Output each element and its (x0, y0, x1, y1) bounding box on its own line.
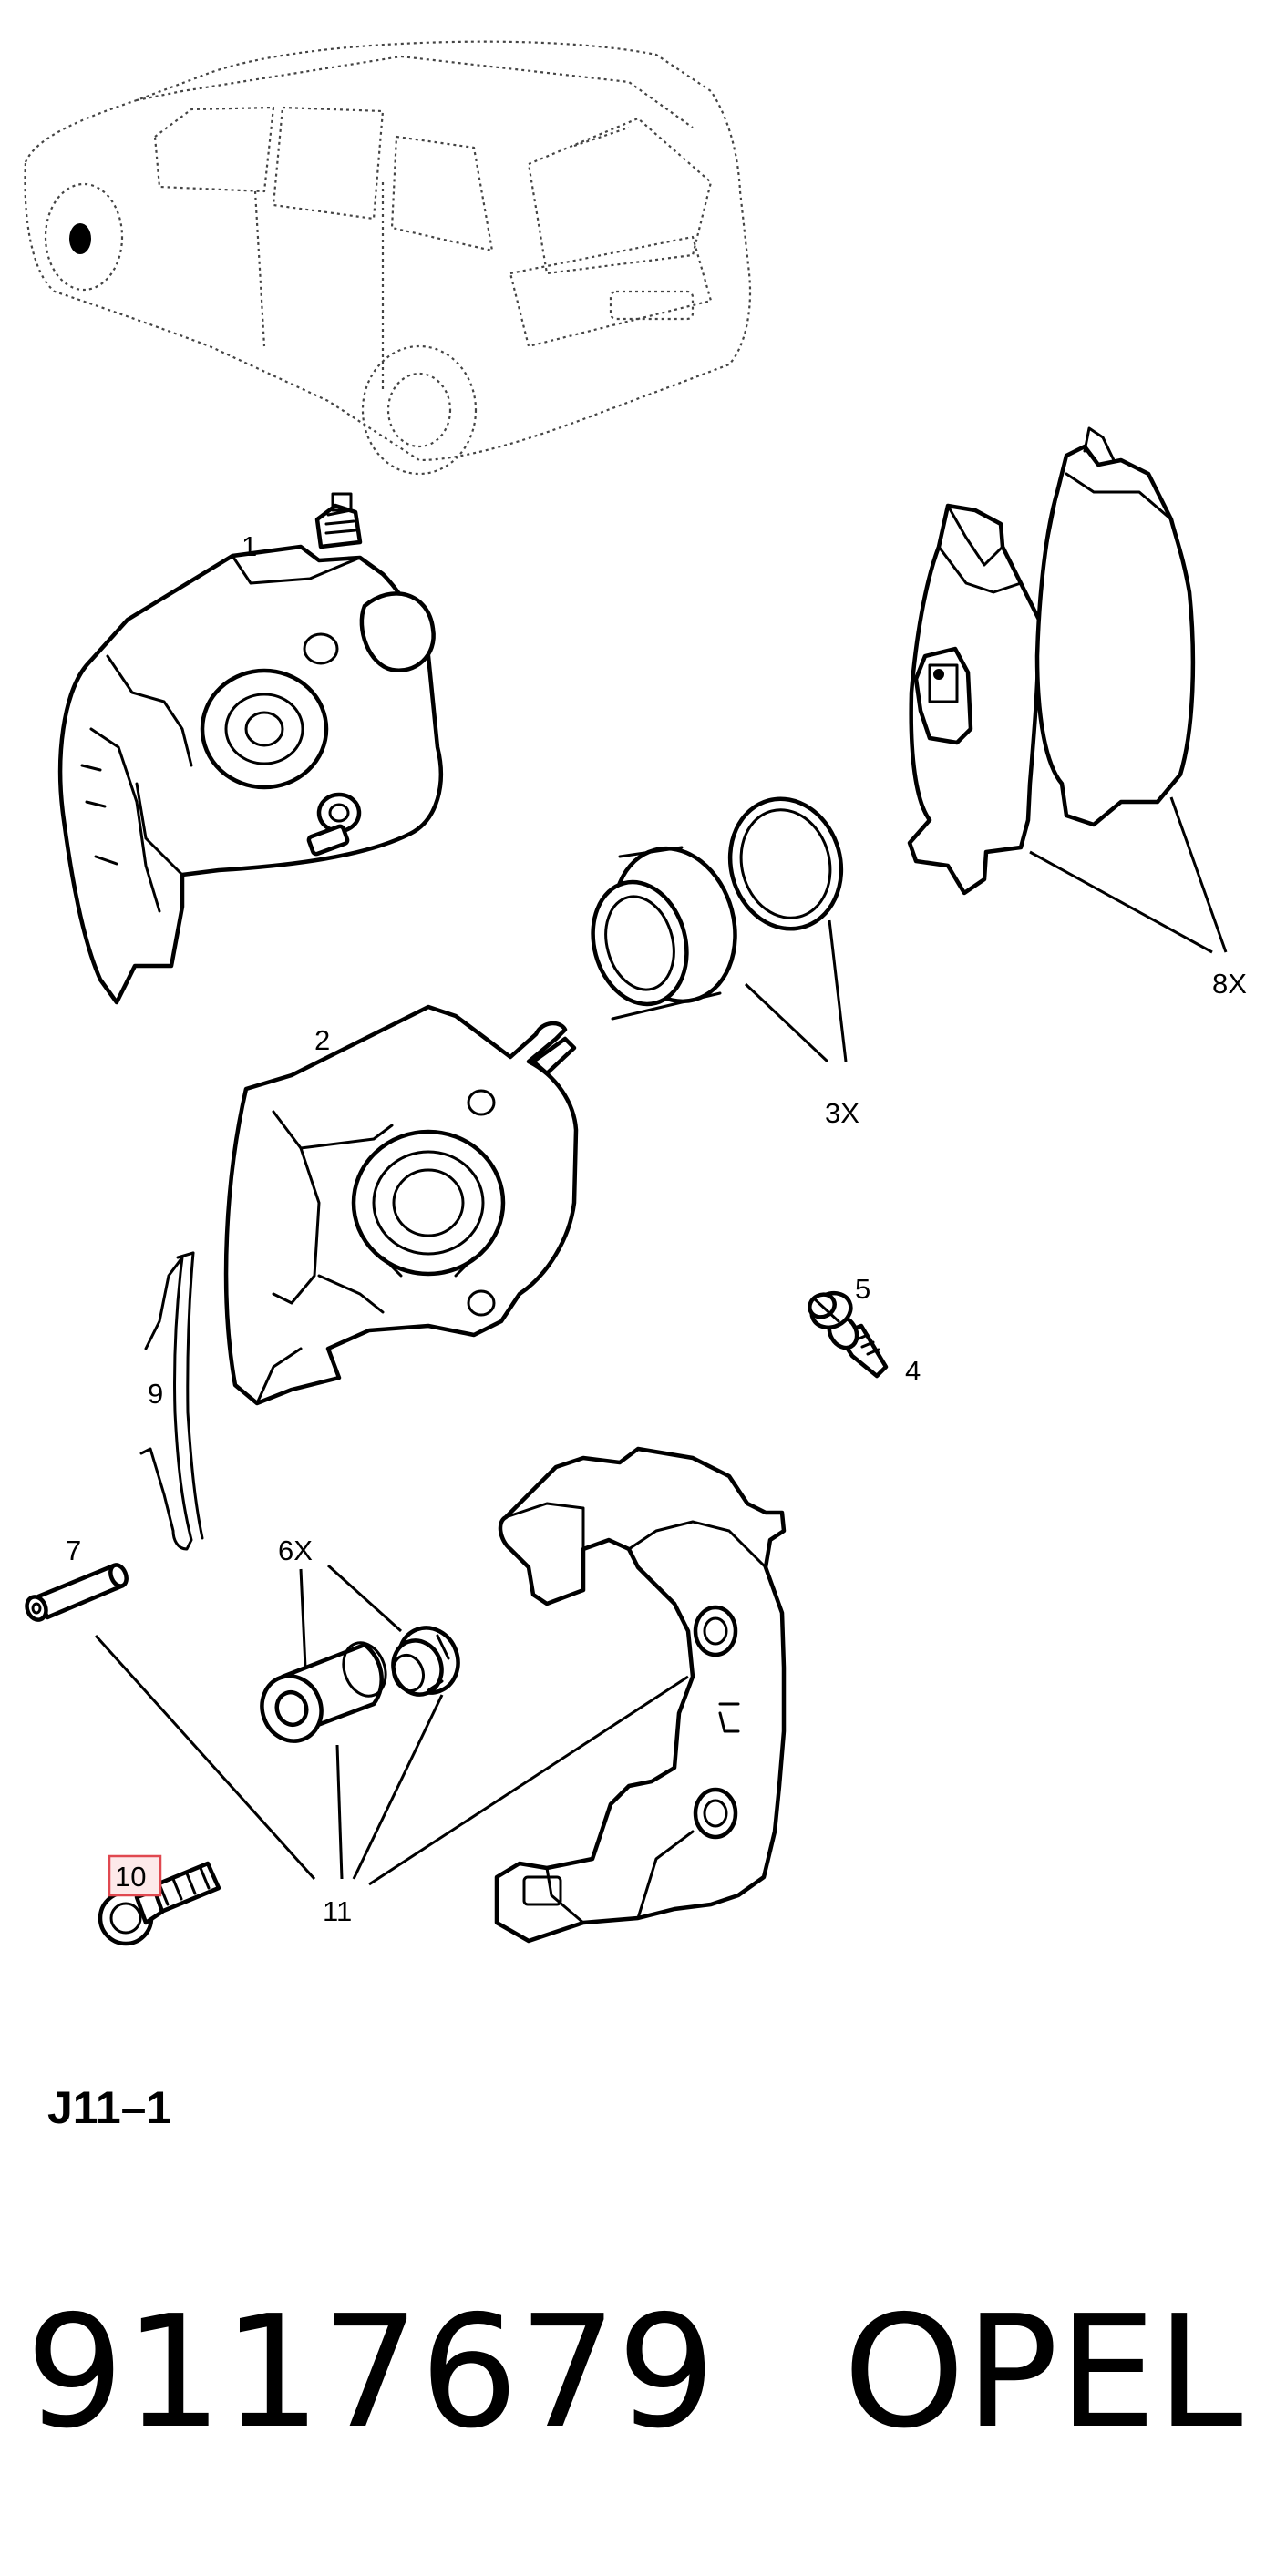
brand-name: OPEL (843, 2283, 1242, 2463)
caliper-housing (223, 1004, 579, 1406)
callout-10: 10 (115, 1861, 146, 1893)
brake-caliper-assembly (57, 492, 443, 1005)
leader-6X-b (326, 1564, 403, 1633)
callout-3X: 3X (825, 1097, 859, 1129)
callout-2: 2 (314, 1024, 330, 1056)
leader-8X-a (1029, 850, 1213, 954)
leader-3X-b (828, 919, 848, 1062)
brake-pad-set (907, 426, 1196, 896)
callout-6X: 6X (278, 1534, 313, 1566)
piston-seal-set (591, 796, 844, 1021)
callout-1: 1 (242, 530, 257, 562)
leader-8X-b (1169, 796, 1228, 953)
page-code: J11–1 (47, 2082, 171, 2133)
guide-bushing-set (260, 1626, 460, 1743)
part-number: 9117679 (26, 2283, 715, 2463)
callout-labels: 1 2 3X 4 5 6X 7 8X 9 10 11 (66, 530, 1247, 1927)
callout-7: 7 (66, 1534, 81, 1566)
leader-11-a (94, 1634, 316, 1881)
callout-4: 4 (905, 1355, 921, 1387)
callout-9: 9 (148, 1378, 163, 1410)
leader-3X-a (744, 982, 829, 1063)
caliper-bracket (494, 1446, 787, 1944)
leader-6X-a (299, 1568, 307, 1668)
brake-location-marker (69, 223, 91, 254)
callout-8X: 8X (1212, 968, 1247, 1000)
leader-11-c (352, 1694, 444, 1880)
callout-11: 11 (323, 1895, 352, 1927)
spring-clip (139, 1251, 204, 1551)
vehicle-outline-illustration (24, 40, 752, 476)
guide-pin (25, 1563, 129, 1622)
callout-10-highlight (108, 1854, 162, 1897)
leader-lines (94, 796, 1228, 1886)
leader-11-d (368, 1675, 689, 1886)
bleed-screw-cap (808, 1290, 853, 1330)
callout-5: 5 (855, 1273, 870, 1305)
caliper-bolt (98, 1861, 221, 1946)
leader-11-b (335, 1744, 344, 1880)
